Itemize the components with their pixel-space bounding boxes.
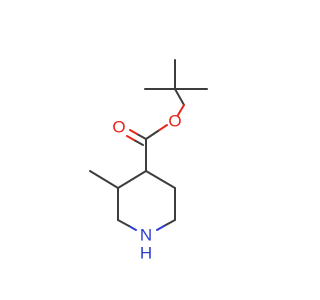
bond-n-c2-carbon-half (117, 219, 130, 227)
bond-c3-methyl (89, 170, 119, 189)
bond-carbonyl-double-b-carbon (133, 139, 144, 146)
bond-c6-n-nitrogen-half (156, 225, 165, 231)
bond-carbonyl-double-b-oxygen (126, 135, 135, 141)
bond-n-c2-nitrogen-half (128, 225, 137, 231)
bond-carbonyl-double-a-carbon (136, 133, 147, 140)
ring-nitrogen-label: N (140, 226, 152, 245)
bond-tbu-to-ester-o-oxygen-half (177, 104, 185, 116)
bond-c3-c4 (117, 170, 147, 189)
bond-carbonyl-double-a-oxygen (129, 129, 138, 135)
ester-oxygen-label: O (168, 112, 181, 131)
bond-c6-n-carbon-half (163, 219, 176, 227)
tert-butyl-group (144, 59, 208, 90)
molecule-structure-diagram: O O N H (0, 0, 300, 300)
piperidine-ring (117, 170, 176, 231)
bond-c4-c5 (145, 170, 176, 189)
canvas-background (0, 0, 300, 300)
bond-ester-o-to-carbonyl-oxygen-half (157, 124, 168, 132)
carbonyl-oxygen-label: O (112, 118, 125, 137)
ring-nitrogen-hydrogen-label: H (140, 244, 152, 263)
bond-ester-o-to-carbonyl-carbon-half (145, 130, 159, 140)
bond-tbu-to-ester-o-carbon-half (174, 88, 185, 106)
